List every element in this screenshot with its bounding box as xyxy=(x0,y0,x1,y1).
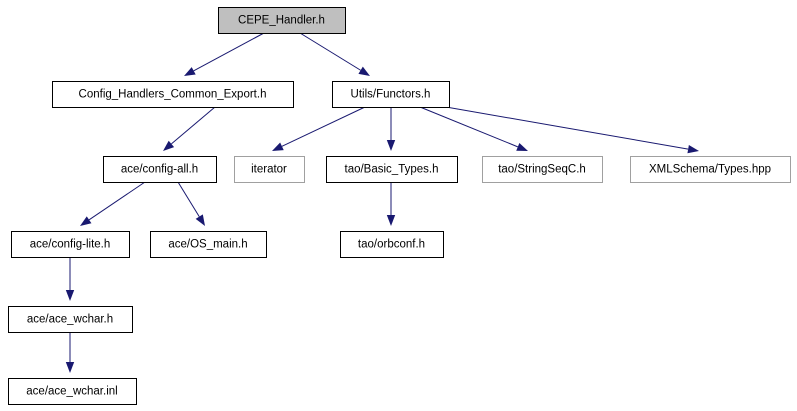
node-box[interactable] xyxy=(52,81,294,108)
edges-layer xyxy=(65,32,699,373)
edge-utils_functors-to-iterator xyxy=(272,106,366,151)
edge-config_all-to-os_main xyxy=(177,181,205,226)
graph-node-os_main[interactable]: ace/OS_main.h xyxy=(150,231,267,258)
edge-line xyxy=(193,32,265,72)
node-box[interactable] xyxy=(630,156,791,183)
edge-line xyxy=(171,106,216,145)
node-box[interactable] xyxy=(8,378,137,405)
nodes-layer: CEPE_Handler.hConfig_Handlers_Common_Exp… xyxy=(8,7,791,405)
edge-utils_functors-to-stringseqc xyxy=(419,106,528,151)
graph-node-utils_functors[interactable]: Utils/Functors.h xyxy=(332,81,450,108)
node-label: CEPE_Handler.h xyxy=(238,15,325,27)
node-label: Config_Handlers_Common_Export.h xyxy=(79,89,267,101)
edge-utils_functors-to-basic_types xyxy=(386,107,396,151)
graph-node-ace_wchar_h[interactable]: ace/ace_wchar.h xyxy=(8,306,133,333)
node-label: ace/config-all.h xyxy=(121,164,198,176)
edge-cepe_handler-to-utils_functors xyxy=(299,32,370,76)
graph-node-iterator[interactable]: iterator xyxy=(234,156,305,183)
node-box[interactable] xyxy=(150,231,267,258)
arrowhead-icon xyxy=(386,140,396,151)
node-box[interactable] xyxy=(340,231,444,258)
graph-node-xmlschema[interactable]: XMLSchema/Types.hpp xyxy=(630,156,791,183)
node-box[interactable] xyxy=(8,306,133,333)
graph-node-orbconf[interactable]: tao/orbconf.h xyxy=(340,231,444,258)
node-box[interactable] xyxy=(332,81,450,108)
arrowhead-icon xyxy=(386,215,396,226)
arrowhead-icon xyxy=(65,362,75,373)
node-label: ace/OS_main.h xyxy=(168,239,247,251)
graph-node-ace_wchar_inl[interactable]: ace/ace_wchar.inl xyxy=(8,378,137,405)
edge-line xyxy=(445,106,689,150)
arrowhead-icon xyxy=(358,66,370,76)
node-box[interactable] xyxy=(234,156,305,183)
node-label: XMLSchema/Types.hpp xyxy=(649,164,771,176)
edge-config_lite-to-ace_wchar_h xyxy=(65,257,75,301)
edge-line xyxy=(299,32,361,71)
graph-node-config_lite[interactable]: ace/config-lite.h xyxy=(11,231,130,258)
node-box[interactable] xyxy=(11,231,130,258)
node-label: ace/ace_wchar.inl xyxy=(26,386,117,398)
arrowhead-icon xyxy=(163,140,175,151)
node-label: ace/config-lite.h xyxy=(30,239,111,251)
graph-node-config_all[interactable]: ace/config-all.h xyxy=(103,156,217,183)
node-box[interactable] xyxy=(326,156,458,183)
arrowhead-icon xyxy=(687,144,699,154)
edge-config_export-to-config_all xyxy=(163,106,216,151)
edge-config_all-to-config_lite xyxy=(80,181,146,226)
arrowhead-icon xyxy=(65,290,75,301)
graph-node-config_export[interactable]: Config_Handlers_Common_Export.h xyxy=(52,81,294,108)
node-label: tao/Basic_Types.h xyxy=(345,164,439,176)
arrowhead-icon xyxy=(272,142,284,151)
arrowhead-icon xyxy=(516,142,528,151)
node-box[interactable] xyxy=(218,7,346,34)
node-box[interactable] xyxy=(103,156,217,183)
edge-line xyxy=(177,181,200,217)
edge-cepe_handler-to-config_export xyxy=(184,32,265,76)
arrowhead-icon xyxy=(184,67,196,76)
arrowhead-icon xyxy=(195,214,205,226)
node-label: tao/StringSeqC.h xyxy=(498,164,586,176)
graph-node-stringseqc[interactable]: tao/StringSeqC.h xyxy=(482,156,603,183)
graph-node-basic_types[interactable]: tao/Basic_Types.h xyxy=(326,156,458,183)
node-label: ace/ace_wchar.h xyxy=(27,314,113,326)
graph-node-cepe_handler[interactable]: CEPE_Handler.h xyxy=(218,7,346,34)
node-label: iterator xyxy=(251,164,287,176)
arrowhead-icon xyxy=(80,216,92,226)
edge-line xyxy=(281,106,366,147)
node-label: Utils/Functors.h xyxy=(351,89,431,101)
edge-line xyxy=(88,181,146,221)
node-box[interactable] xyxy=(482,156,603,183)
edge-basic_types-to-orbconf xyxy=(386,182,396,226)
edge-utils_functors-to-xmlschema xyxy=(445,106,699,154)
edge-ace_wchar_h-to-ace_wchar_inl xyxy=(65,332,75,373)
edge-line xyxy=(419,106,519,148)
node-label: tao/orbconf.h xyxy=(358,239,425,251)
